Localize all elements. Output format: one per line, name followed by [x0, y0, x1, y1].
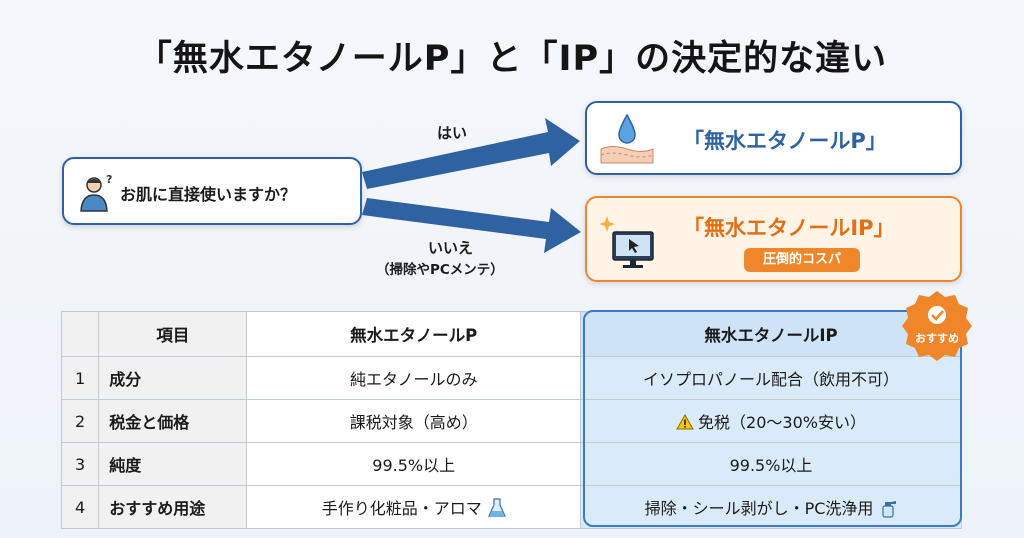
option-p-label: 「無水エタノールP」 — [683, 129, 887, 153]
header-p: 無水エタノールP — [246, 311, 582, 357]
table-header-row: 項目 無水エタノールP 無水エタノールIP — [60, 311, 962, 357]
table-row: 3 純度 99.5%以上 99.5%以上 — [60, 442, 962, 486]
option-ip-box: 「無水エタノールIP」 圧倒的コスパ — [585, 196, 962, 282]
flask-icon — [487, 498, 506, 517]
row-p-value: 99.5%以上 — [246, 442, 582, 486]
option-ip-label: 「無水エタノールIP」 — [683, 216, 895, 240]
branch-yes-label: はい — [437, 124, 468, 142]
person-question-icon: ? — [80, 173, 112, 212]
row-ip-value: 99.5%以上 — [580, 442, 962, 486]
row-num: 1 — [60, 356, 100, 400]
row-ip-value: 免税（20～30%安い） — [698, 413, 866, 432]
svg-text:?: ? — [106, 173, 112, 186]
option-p-box: 「無水エタノールP」 — [585, 101, 962, 175]
row-p-cell: 手作り化粧品・アロマ — [246, 485, 582, 529]
row-item: 純度 — [98, 442, 248, 486]
table-row: 1 成分 純エタノールのみ イソプロパノール配合（飲用不可） — [60, 356, 962, 400]
page-title: 「無水エタノールP」と「IP」の決定的な違い — [136, 39, 888, 79]
arrow-yes — [362, 118, 580, 189]
row-p-value: 手作り化粧品・アロマ — [321, 499, 482, 518]
row-item: おすすめ用途 — [98, 485, 248, 529]
question-text: お肌に直接使いますか？ — [120, 185, 297, 204]
row-item: 成分 — [98, 356, 248, 400]
question-box: ? お肌に直接使いますか？ — [62, 157, 362, 225]
warning-icon — [676, 414, 694, 430]
row-p-value: 課税対象（高め） — [246, 399, 582, 443]
branch-no-label: いいえ — [428, 239, 474, 257]
cost-badge: 圧倒的コスパ — [744, 248, 860, 272]
header-item: 項目 — [98, 311, 248, 357]
row-num: 2 — [60, 399, 100, 443]
row-p-value: 純エタノールのみ — [246, 356, 582, 400]
recommend-badge-text: おすすめ — [915, 332, 959, 345]
sparkle-monitor-icon — [599, 216, 654, 268]
comparison-table: 項目 無水エタノールP 無水エタノールIP 1 成分 純エタノールのみ イソプロ… — [60, 311, 962, 529]
row-ip-cell: 掃除・シール剥がし・PC洗浄用 — [580, 485, 962, 529]
header-num — [60, 311, 100, 357]
row-ip-cell: 免税（20～30%安い） — [580, 399, 962, 443]
row-item: 税金と価格 — [98, 399, 248, 443]
table-row: 4 おすすめ用途 手作り化粧品・アロマ 掃除・シール剥がし・PC洗浄用 — [60, 485, 962, 529]
row-num: 4 — [60, 485, 100, 529]
row-num: 3 — [60, 442, 100, 486]
spray-bottle-icon — [882, 501, 897, 518]
table-row: 2 税金と価格 課税対象（高め） 免税（20～30%安い） — [60, 399, 962, 443]
water-drop-skin-icon — [600, 113, 654, 164]
check-badge-icon — [902, 291, 972, 361]
branch-no-sublabel: （掃除やPCメンテ） — [376, 262, 504, 278]
row-ip-value: 掃除・シール剥がし・PC洗浄用 — [644, 499, 874, 518]
